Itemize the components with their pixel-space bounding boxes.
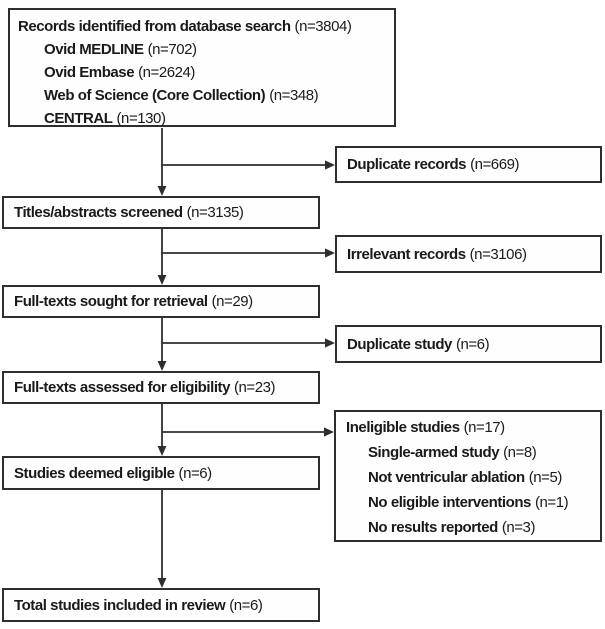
records-item-central: CENTRAL(n=130) — [44, 110, 166, 127]
irrelevant-records-count: (n=3106) — [469, 245, 527, 263]
records-heading: Records identified from database search(… — [18, 15, 386, 38]
total-included-count: (n=6) — [229, 596, 263, 614]
box-irrelevant-records: Irrelevant records(n=3106) — [335, 235, 602, 273]
box-duplicate-study: Duplicate study(n=6) — [335, 325, 602, 363]
irrelevant-records-label: Irrelevant records — [347, 245, 466, 263]
box-titles-screened: Titles/abstracts screened(n=3135) — [2, 196, 320, 229]
arrowhead-right-duplicate-records — [325, 160, 335, 170]
box-fulltexts-sought: Full-texts sought for retrieval(n=29) — [2, 285, 320, 318]
ineligible-item-no-eligible-interventions: No eligible interventions(n=1) — [368, 494, 569, 511]
ineligible-item-no-results: No results reported(n=3) — [368, 519, 535, 536]
records-item-web-of-science: Web of Science (Core Collection)(n=348) — [44, 87, 319, 104]
arrowhead-right-ineligible — [324, 427, 334, 437]
box-records-identified: Records identified from database search(… — [8, 8, 396, 127]
studies-eligible-count: (n=6) — [178, 464, 213, 482]
fulltexts-assessed-label: Full-texts assessed for eligibility — [14, 379, 230, 396]
box-ineligible-studies: Ineligible studies(n=17) Single-armed st… — [334, 410, 602, 542]
arrowhead-down-titles — [157, 186, 167, 196]
records-item-medline: Ovid MEDLINE(n=702) — [44, 41, 197, 58]
total-included-label: Total studies included in review — [14, 596, 226, 614]
ineligible-label: Ineligible studies — [346, 419, 460, 436]
arrowhead-down-total — [157, 578, 167, 588]
duplicate-records-label: Duplicate records — [347, 156, 467, 173]
arrowhead-down-sought — [157, 275, 167, 285]
arrowhead-right-duplicate-study — [325, 338, 335, 348]
duplicate-records-count: (n=669) — [470, 156, 520, 173]
arrowhead-right-irrelevant-records — [325, 248, 335, 258]
studies-eligible-label: Studies deemed eligible — [14, 464, 175, 482]
fulltexts-sought-label: Full-texts sought for retrieval — [14, 293, 208, 310]
ineligible-heading: Ineligible studies(n=17) — [346, 415, 590, 440]
duplicate-study-label: Duplicate study — [347, 335, 452, 353]
fulltexts-assessed-count: (n=23) — [234, 379, 276, 396]
ineligible-count: (n=17) — [463, 419, 506, 436]
fulltexts-sought-count: (n=29) — [211, 293, 254, 310]
records-label: Records identified from database search — [18, 18, 291, 35]
arrowhead-down-eligible — [157, 446, 167, 456]
ineligible-item-not-ventricular: Not ventricular ablation(n=5) — [368, 469, 562, 486]
duplicate-study-count: (n=6) — [455, 335, 490, 353]
box-total-included: Total studies included in review(n=6) — [2, 588, 320, 622]
records-item-embase: Ovid Embase(n=2624) — [44, 64, 195, 81]
titles-screened-label: Titles/abstracts screened — [14, 204, 183, 221]
box-fulltexts-assessed: Full-texts assessed for eligibility(n=23… — [2, 371, 320, 404]
titles-screened-count: (n=3135) — [186, 204, 244, 221]
ineligible-item-single-armed: Single-armed study(n=8) — [368, 444, 537, 461]
box-studies-eligible: Studies deemed eligible(n=6) — [2, 456, 320, 490]
box-duplicate-records: Duplicate records(n=669) — [335, 146, 602, 183]
arrowhead-down-assessed — [157, 361, 167, 371]
records-count: (n=3804) — [294, 18, 352, 35]
